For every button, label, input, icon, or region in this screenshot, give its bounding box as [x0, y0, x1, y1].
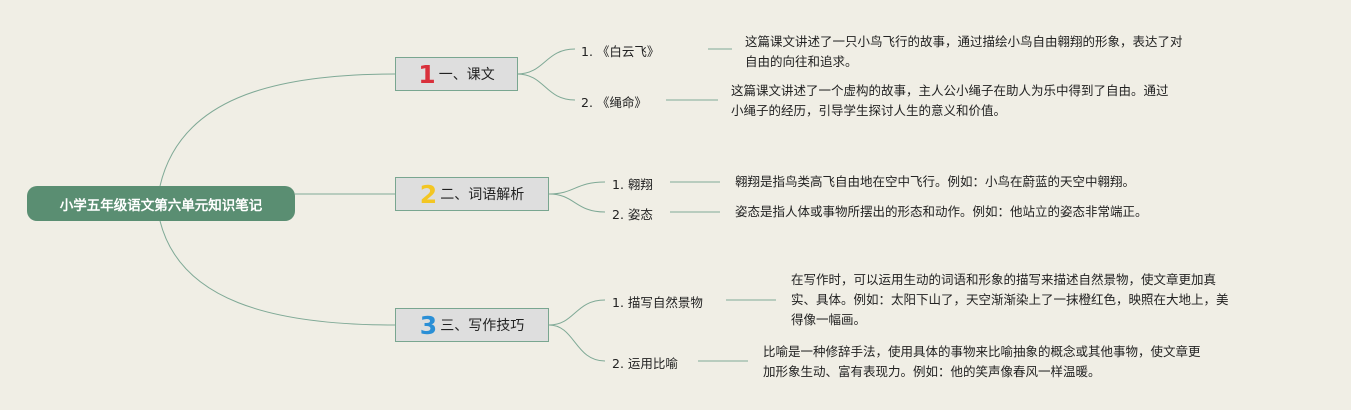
subtopic-3-2[interactable]: 2. 运用比喻: [612, 356, 678, 371]
subtopic-1-1[interactable]: 1. 《白云飞》: [581, 44, 660, 59]
description-line: 比喻是一种修辞手法，使用具体的事物来比喻抽象的概念或其他事物，使文章更: [763, 344, 1201, 359]
link-topic3-item2: [548, 324, 606, 362]
topic-label-2: 二、词语解析: [440, 187, 525, 203]
subtopic-2-2[interactable]: 2. 姿态: [612, 207, 653, 222]
description-2-1: 翱翔是指鸟类高飞自由地在空中飞行。例如：小鸟在蔚蓝的天空中翱翔。: [735, 172, 1135, 192]
subtopic-2-1[interactable]: 1. 翱翔: [612, 177, 653, 192]
root-title: 小学五年级语文第六单元知识笔记: [59, 197, 263, 214]
description-line: 姿态是指人体或事物所摆出的形态和动作。例如：他站立的姿态非常端正。: [735, 204, 1148, 219]
description-3-1: 在写作时，可以运用生动的词语和形象的描写来描述自然景物，使文章更加真 实、具体。…: [791, 270, 1229, 330]
description-line: 得像一幅画。: [791, 312, 867, 327]
link-topic2-item1: [548, 181, 606, 195]
subtopic-3-1[interactable]: 1. 描写自然景物: [612, 295, 703, 310]
topic-number-2: 2: [419, 179, 438, 209]
topic-label-1: 一、课文: [438, 67, 495, 83]
description-line: 加形象生动、富有表现力。例如：他的笑声像春风一样温暖。: [763, 364, 1101, 379]
description-line: 这篇课文讲述了一个虚构的故事，主人公小绳子在助人为乐中得到了自由。通过: [731, 83, 1169, 98]
description-line: 翱翔是指鸟类高飞自由地在空中飞行。例如：小鸟在蔚蓝的天空中翱翔。: [735, 174, 1136, 189]
link-topic3-item1: [548, 299, 606, 326]
topic-number-3: 3: [419, 310, 438, 340]
topic-node-2[interactable]: 2 二、词语解析: [395, 177, 549, 211]
root-node[interactable]: 小学五年级语文第六单元知识笔记: [27, 186, 295, 221]
description-line: 自由的向往和追求。: [745, 54, 858, 69]
link-topic1-item1: [516, 48, 576, 75]
description-1-2: 这篇课文讲述了一个虚构的故事，主人公小绳子在助人为乐中得到了自由。通过 小绳子的…: [731, 81, 1169, 121]
topic-number-1: 1: [418, 59, 436, 89]
description-line: 实、具体。例如：太阳下山了，天空渐渐染上了一抹橙红色，映照在大地上，美: [791, 292, 1229, 307]
description-line: 这篇课文讲述了一只小鸟飞行的故事，通过描绘小鸟自由翱翔的形象，表达了对: [745, 34, 1183, 49]
description-2-2: 姿态是指人体或事物所摆出的形态和动作。例如：他站立的姿态非常端正。: [735, 202, 1148, 222]
subtopic-1-2[interactable]: 2. 《绳命》: [581, 95, 647, 110]
description-3-2: 比喻是一种修辞手法，使用具体的事物来比喻抽象的概念或其他事物，使文章更 加形象生…: [763, 342, 1201, 382]
link-root-topic-3: [159, 220, 396, 326]
topic-label-3: 三、写作技巧: [440, 318, 525, 334]
topic-node-3[interactable]: 3 三、写作技巧: [395, 308, 549, 342]
description-1-1: 这篇课文讲述了一只小鸟飞行的故事，通过描绘小鸟自由翱翔的形象，表达了对 自由的向…: [745, 32, 1183, 72]
description-line: 在写作时，可以运用生动的词语和形象的描写来描述自然景物，使文章更加真: [791, 272, 1217, 287]
topic-node-1[interactable]: 1 一、课文: [395, 57, 518, 91]
description-line: 小绳子的经历，引导学生探讨人生的意义和价值。: [731, 103, 1007, 118]
link-topic1-item2: [516, 73, 576, 101]
link-root-topic-1: [159, 73, 396, 187]
link-topic2-item2: [548, 193, 606, 213]
